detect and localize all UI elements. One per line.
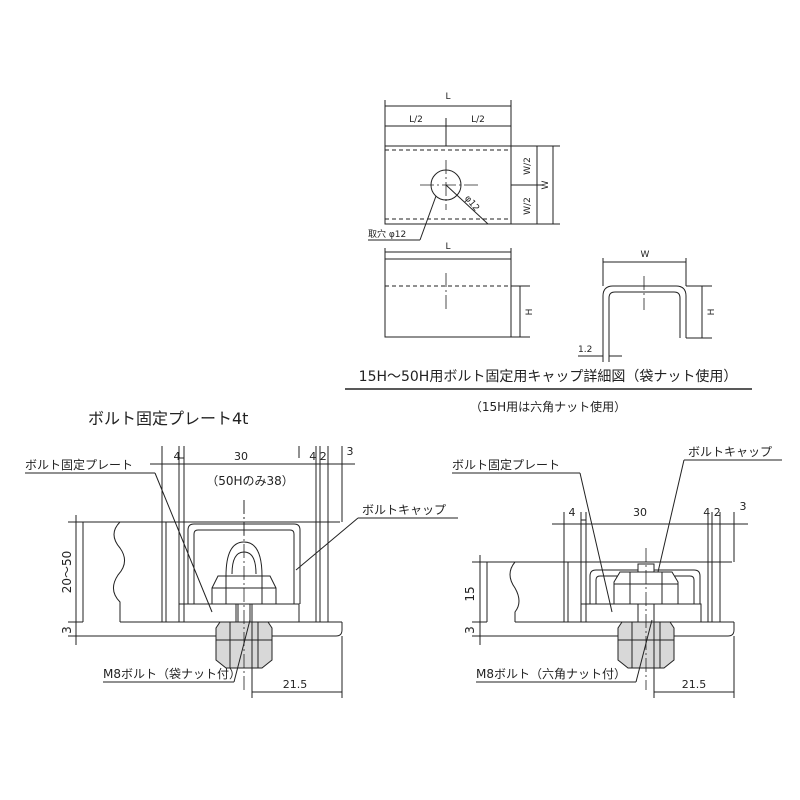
front-dim-H: H [525,309,535,316]
right-dim-30: 30 [633,506,647,519]
left-dim-bottom: 21.5 [283,678,308,691]
left-label-cap: ボルトキャップ [362,503,446,517]
right-dim-bottom: 21.5 [682,678,707,691]
side-dim-t: 1.2 [578,345,592,355]
dim-hole-dia: φ12 [462,194,481,214]
right-dim-4: 4 [569,506,576,519]
left-label-plate: ボルト固定プレート [25,457,133,472]
left-dim-42: 4 2 [309,450,327,463]
left-dim-30: 30 [234,450,248,463]
left-view-title: ボルト固定プレート4t [88,409,248,428]
right-dim-42: 4 2 [703,506,721,519]
left-dim-50h: （50Hのみ38） [206,474,294,488]
front-dim-L: L [445,242,450,252]
dim-W: W [541,180,551,189]
dim-L: L [445,92,450,102]
side-dim-W: W [641,250,650,260]
dim-L-half-left: L/2 [409,115,423,125]
detail-title: 15H～50H用ボルト固定用キャップ詳細図（袋ナット使用） [359,368,738,385]
right-dim-3: 3 [740,500,747,513]
detail-subtitle: （15H用は六角ナット使用） [470,399,626,414]
front-view: L H [384,242,535,338]
dim-L-half-right: L/2 [471,115,485,125]
left-dim-3: 3 [347,445,354,458]
right-assembly-view: 4 30 4 2 3 15 3 21.5 ボルト固定プレート ボルトキャップ M… [452,445,782,698]
hole-label: 取穴 φ12 [368,228,406,240]
dim-W-half-bottom: W/2 [523,197,533,215]
top-view: L L/2 L/2 W/2 W/2 W φ12 取穴 φ12 [368,92,560,241]
right-label-cap: ボルトキャップ [688,445,772,459]
left-dim-base: 3 [60,626,74,634]
right-dim-base: 3 [463,626,477,634]
left-assembly-view: ボルト固定プレート4t [25,409,458,698]
right-dim-height: 15 [463,586,477,601]
right-label-plate: ボルト固定プレート [452,457,560,472]
left-dim-height: 20～50 [60,551,74,594]
side-dim-H: H [707,309,717,316]
left-dim-4: 4 [174,450,181,463]
right-label-bolt: M8ボルト（六角ナット付） [476,667,626,681]
dim-W-half-top: W/2 [523,157,533,175]
side-view: W H 1.2 [578,250,717,362]
left-label-bolt: M8ボルト（袋ナット付） [103,667,241,681]
